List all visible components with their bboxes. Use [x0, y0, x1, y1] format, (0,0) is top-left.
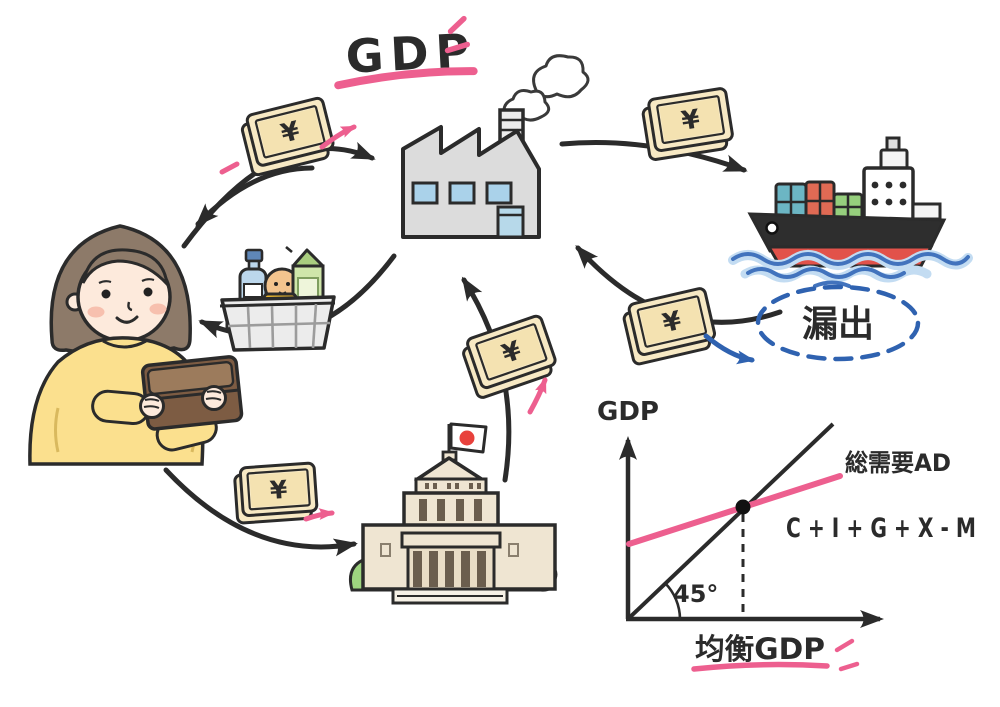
wallet [140, 355, 244, 431]
factory-door [496, 205, 525, 239]
pink-arrow-to-factory [319, 124, 357, 150]
sparkle-icon [444, 15, 471, 54]
equilibrium-underline [691, 661, 830, 672]
pink-accent-arrows [219, 124, 548, 522]
government-building-illustration [348, 422, 558, 605]
yen-symbol: ¥ [679, 104, 702, 136]
hand-right [201, 385, 227, 411]
porthole-icon [765, 221, 779, 235]
equilibrium-label: 均衡GDP [695, 632, 825, 666]
yen-bill-export: ¥ [641, 87, 734, 161]
face-features [87, 278, 167, 324]
leakage-arrow [703, 333, 755, 365]
angle-label: 45° [673, 580, 718, 608]
yen-bill-export-revenue: ¥ [622, 287, 717, 366]
pyramid-roof [414, 456, 485, 482]
keynesian-cross-chart: GDP 総需要AD C + I + G + X - M 45° 均衡GDP [597, 397, 976, 672]
factory-windows [411, 181, 513, 205]
45-degree-line [626, 422, 835, 621]
japan-flag-icon [449, 422, 488, 454]
shopping-basket-illustration [219, 246, 336, 352]
ad-line [626, 473, 843, 547]
export-ship-illustration [728, 136, 973, 288]
ad-formula-label: C + I + G + X - M [786, 513, 976, 544]
bangs [81, 248, 170, 289]
entablature [400, 531, 502, 549]
pink-arrow-to-government [303, 508, 335, 522]
hand-left [139, 393, 165, 419]
gdp-title-group: GDP [334, 15, 478, 90]
basket-body [219, 295, 336, 352]
equilibrium-accent-icon [834, 638, 860, 672]
angle-arc [664, 582, 682, 620]
arrow-tax-to-government [163, 467, 358, 557]
pink-arrow-up-government [527, 377, 548, 415]
pink-dash-accent [219, 161, 240, 175]
yen-bill-tax: ¥ [233, 461, 319, 525]
yen-bill-consumption: ¥ [240, 96, 335, 177]
yen-bill-government: ¥ [462, 314, 557, 399]
equilibrium-point [735, 499, 751, 515]
leakage-callout: 漏出 [755, 284, 921, 362]
tower-tier2 [402, 491, 500, 528]
yen-symbol: ¥ [269, 475, 289, 505]
consumer-illustration [28, 224, 244, 466]
ship-superstructure [862, 136, 942, 222]
leakage-oval [755, 284, 921, 362]
y-axis-label: GDP [597, 397, 659, 427]
sea-waves [728, 250, 973, 288]
ship-hull-black [747, 212, 947, 253]
arrow-factory-to-consumer [195, 165, 315, 227]
gdp-title-underline [334, 67, 478, 90]
collar-line [102, 339, 147, 349]
leakage-label: 漏出 [802, 304, 874, 345]
factory-illustration [401, 54, 590, 239]
steps [391, 587, 509, 605]
ad-curve-label: 総需要AD [845, 449, 951, 477]
